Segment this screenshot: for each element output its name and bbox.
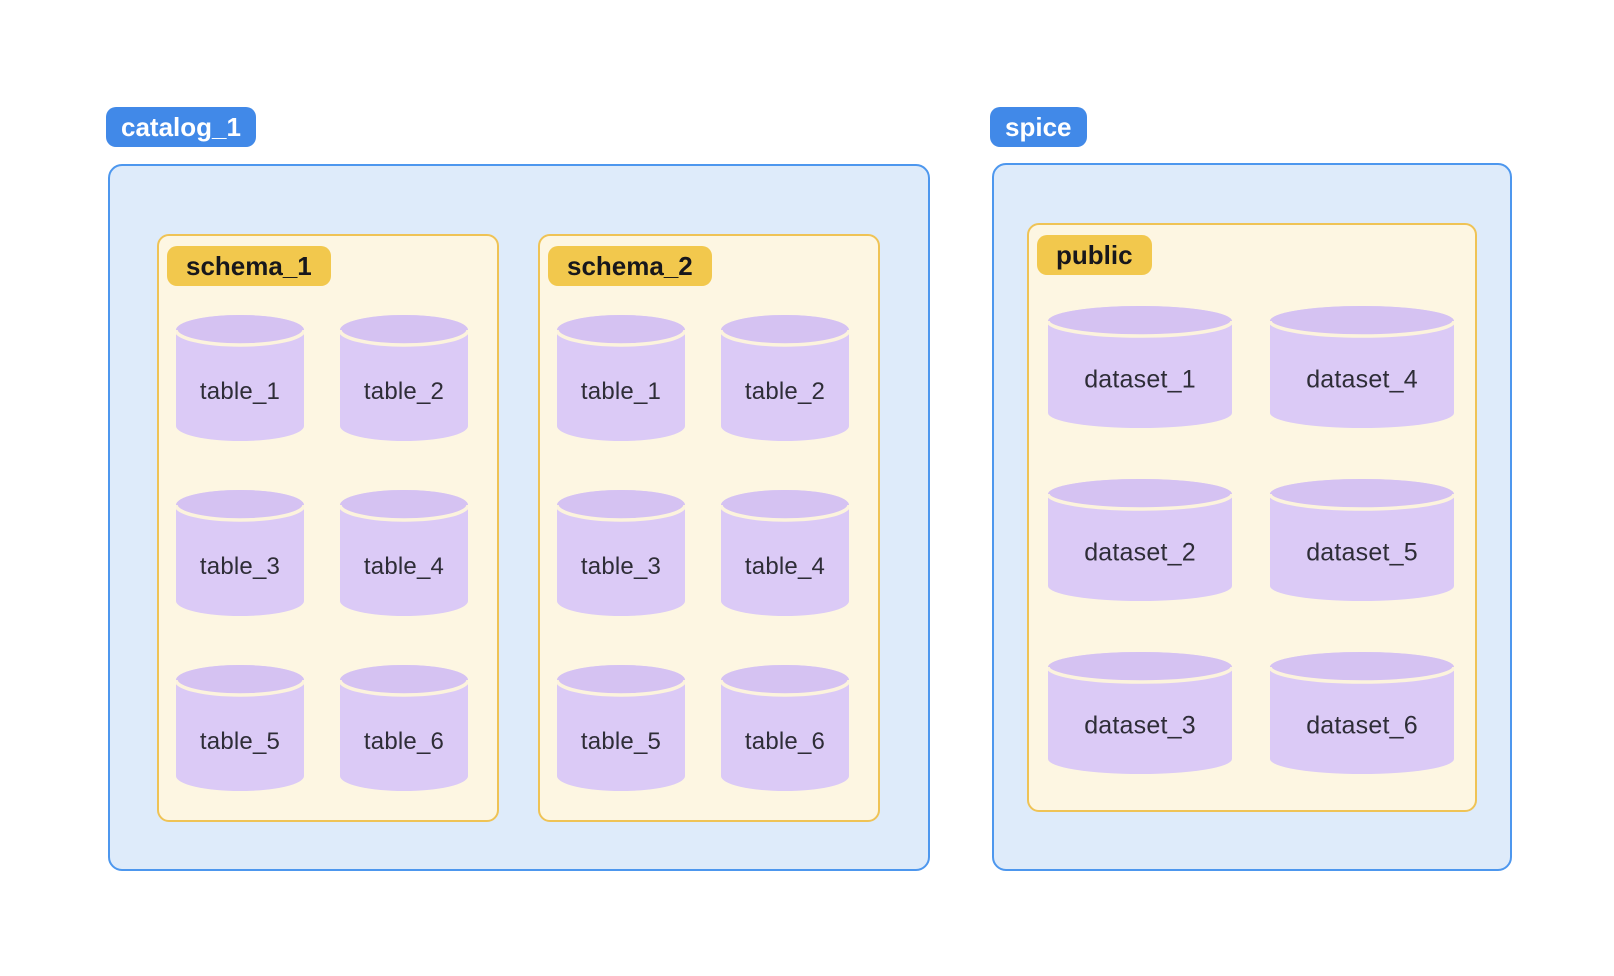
table-name: table_3 [580,552,662,580]
schema-2-tables-grid: table_1 table_2 table_3 table_4 table_5 table… [557,315,849,791]
dataset-name: dataset_2 [1084,538,1196,567]
catalog-1-label: catalog_1 [106,107,256,147]
table-name: table_5 [580,727,662,755]
schema-1-tables-grid: table_1 table_2 table_3 table_4 table_5 table… [176,315,468,791]
database-cylinder-icon [176,665,304,791]
database-cylinder-icon [557,490,685,616]
database-cylinder-icon [340,490,468,616]
dataset-name: dataset_4 [1306,365,1418,394]
table-cylinder: table_6 [340,665,468,791]
table-name: table_6 [744,727,826,755]
dataset-name: dataset_6 [1306,711,1418,740]
table-cylinder: table_5 [557,665,685,791]
table-cylinder: table_1 [557,315,685,441]
database-cylinder-icon [1048,306,1232,428]
table-cylinder: table_3 [557,490,685,616]
table-cylinder: table_2 [721,315,849,441]
database-cylinder-icon [557,315,685,441]
spice-label: spice [990,107,1087,147]
table-cylinder: table_4 [340,490,468,616]
dataset-cylinder: dataset_4 [1270,306,1454,428]
table-cylinder: table_3 [176,490,304,616]
table-name: table_6 [363,727,445,755]
table-cylinder: table_2 [340,315,468,441]
table-cylinder: table_1 [176,315,304,441]
table-name: table_1 [580,377,662,405]
dataset-cylinder: dataset_6 [1270,652,1454,774]
table-name: table_2 [744,377,826,405]
database-cylinder-icon [340,315,468,441]
table-name: table_5 [199,727,281,755]
dataset-name: dataset_3 [1084,711,1196,740]
table-name: table_4 [363,552,445,580]
database-cylinder-icon [1270,479,1454,601]
dataset-cylinder: dataset_2 [1048,479,1232,601]
table-cylinder: table_5 [176,665,304,791]
database-cylinder-icon [1270,652,1454,774]
public-schema-label: public [1037,235,1152,275]
schema-2-label: schema_2 [548,246,712,286]
database-cylinder-icon [176,315,304,441]
dataset-cylinder: dataset_3 [1048,652,1232,774]
database-cylinder-icon [1048,479,1232,601]
table-name: table_4 [744,552,826,580]
table-name: table_2 [363,377,445,405]
database-cylinder-icon [721,665,849,791]
dataset-cylinder: dataset_5 [1270,479,1454,601]
table-name: table_1 [199,377,281,405]
dataset-name: dataset_1 [1084,365,1196,394]
database-cylinder-icon [557,665,685,791]
table-cylinder: table_6 [721,665,849,791]
database-cylinder-icon [721,490,849,616]
database-cylinder-icon [340,665,468,791]
table-name: table_3 [199,552,281,580]
database-cylinder-icon [1270,306,1454,428]
schema-1-label: schema_1 [167,246,331,286]
dataset-name: dataset_5 [1306,538,1418,567]
database-cylinder-icon [176,490,304,616]
database-cylinder-icon [1048,652,1232,774]
table-cylinder: table_4 [721,490,849,616]
database-cylinder-icon [721,315,849,441]
dataset-cylinder: dataset_1 [1048,306,1232,428]
